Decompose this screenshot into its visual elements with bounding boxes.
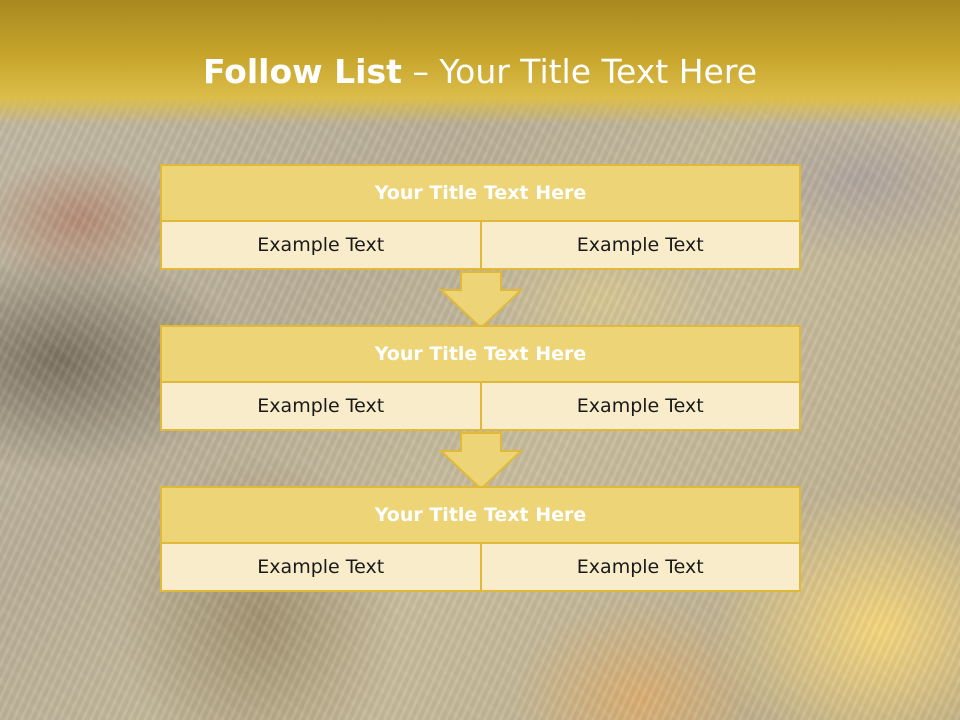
step-title: Your Title Text Here <box>162 166 799 222</box>
step-card-3: Your Title Text Here Example Text Exampl… <box>160 486 801 592</box>
step-left-text: Example Text <box>162 222 480 268</box>
step-right-text: Example Text <box>479 544 799 590</box>
slide-title: Follow List – Your Title Text Here <box>0 52 960 91</box>
step-row: Example Text Example Text <box>162 222 799 268</box>
step-row: Example Text Example Text <box>162 544 799 590</box>
step-right-text: Example Text <box>479 222 799 268</box>
down-arrow-icon <box>439 432 523 491</box>
down-arrow-icon <box>439 271 523 330</box>
slide-title-separator: – <box>401 52 440 91</box>
title-band <box>0 0 960 125</box>
step-left-text: Example Text <box>162 544 480 590</box>
slide-title-bold: Follow List <box>202 52 402 91</box>
step-title: Your Title Text Here <box>162 327 799 383</box>
step-right-text: Example Text <box>479 383 799 429</box>
step-title: Your Title Text Here <box>162 488 799 544</box>
step-row: Example Text Example Text <box>162 383 799 429</box>
step-left-text: Example Text <box>162 383 480 429</box>
step-card-2: Your Title Text Here Example Text Exampl… <box>160 325 801 431</box>
slide-title-rest: Your Title Text Here <box>439 52 758 91</box>
step-card-1: Your Title Text Here Example Text Exampl… <box>160 164 801 270</box>
